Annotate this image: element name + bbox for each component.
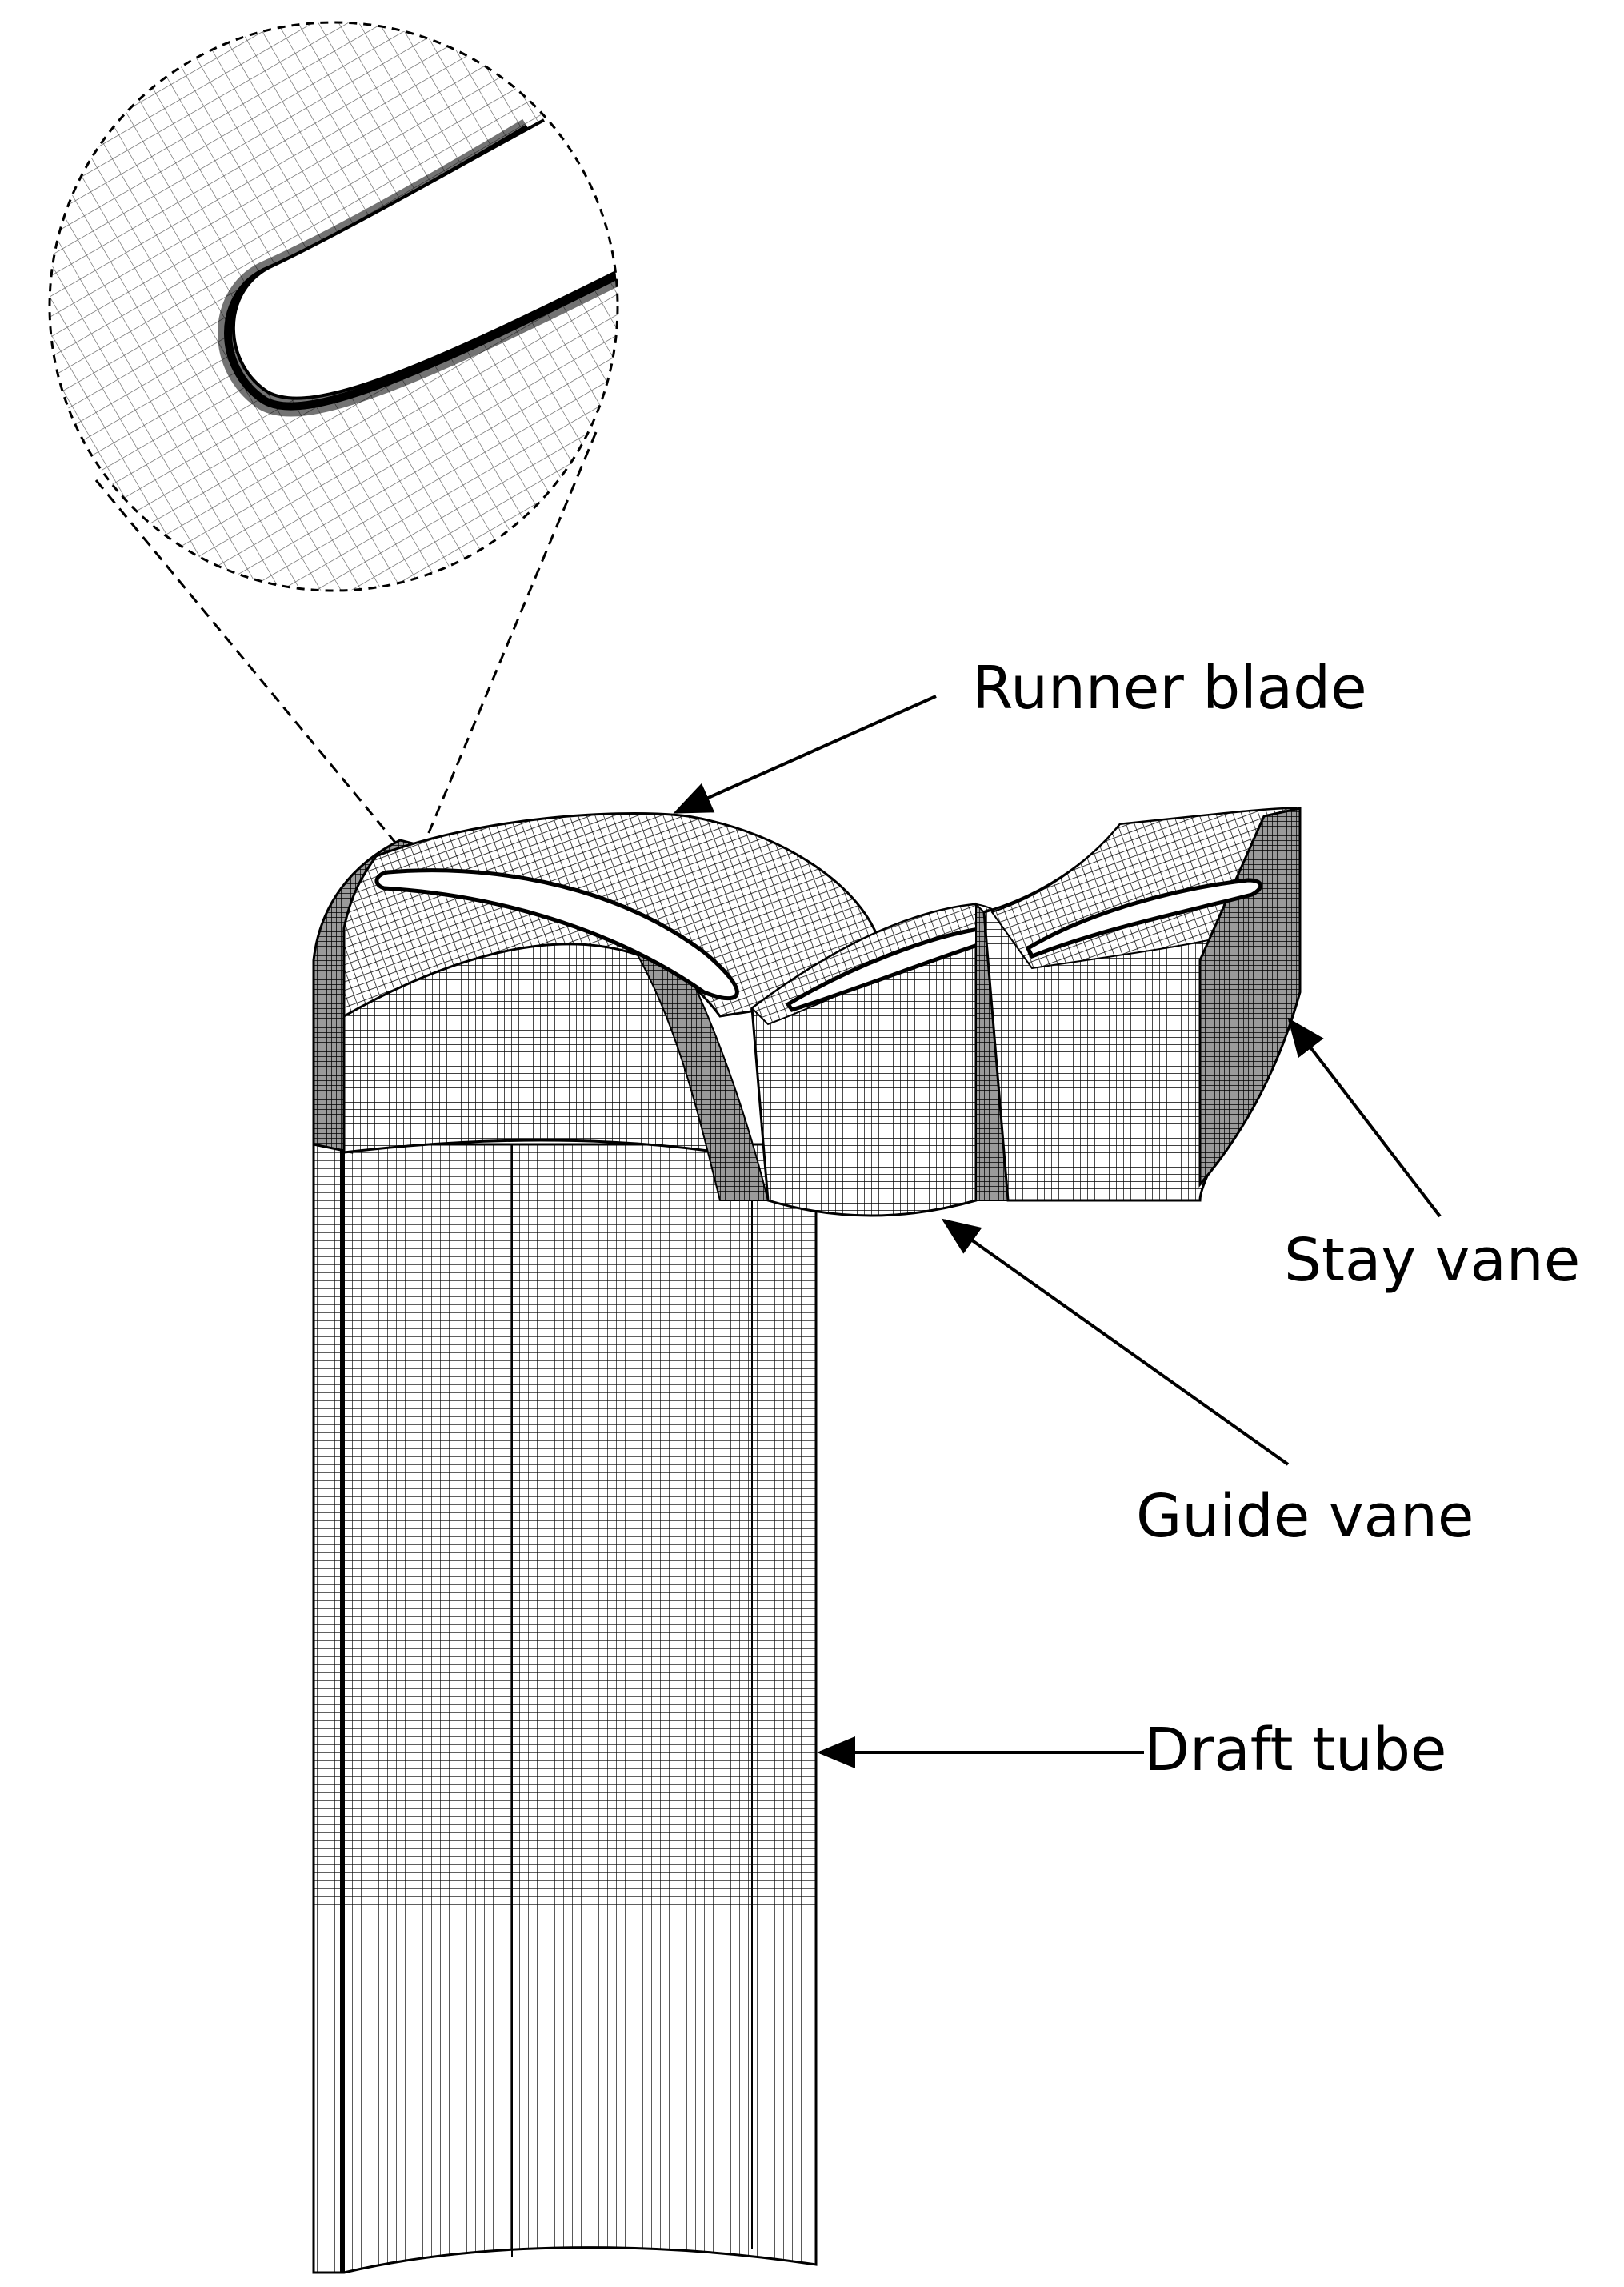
- draft-tube-mesh: [312, 1143, 818, 2274]
- zoom-connector-right: [422, 431, 598, 845]
- label-runner-blade: Runner blade: [972, 654, 1367, 723]
- runner-blade-slot: [374, 868, 739, 1001]
- annotations: Runner blade Stay vane Guide vane Draft …: [673, 654, 1580, 1784]
- guide-vane-mesh: [750, 902, 1010, 1217]
- zoom-circle-outline: [48, 21, 619, 592]
- arrow-stay-vane: [1287, 1017, 1442, 1218]
- stay-vane-slot: [1025, 878, 1263, 959]
- zoom-inset: [48, 21, 619, 849]
- stay-vane-mesh: [982, 807, 1302, 1202]
- label-guide-vane: Guide vane: [1136, 1482, 1474, 1551]
- label-draft-tube: Draft tube: [1144, 1716, 1446, 1784]
- zoom-connector-left: [94, 479, 402, 849]
- runner-domain-mesh: [312, 812, 882, 1201]
- arrow-guide-vane: [941, 1218, 1290, 1466]
- arrow-runner-blade: [673, 695, 937, 814]
- label-stay-vane: Stay vane: [1284, 1226, 1580, 1295]
- zoom-blade-profile: [233, 104, 618, 399]
